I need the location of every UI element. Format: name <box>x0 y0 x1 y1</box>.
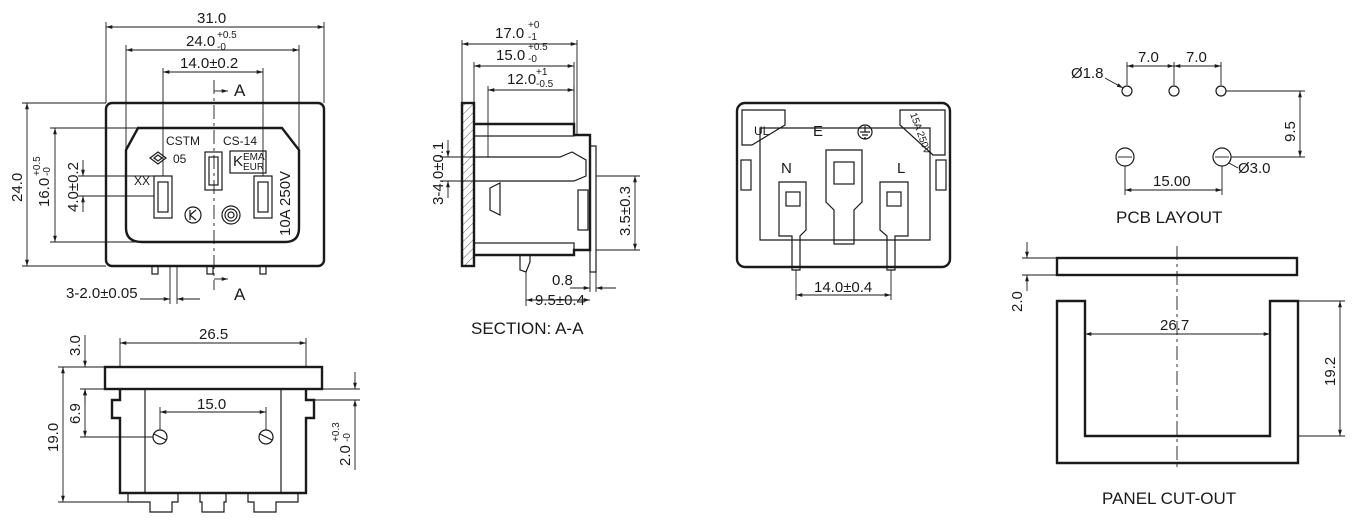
pcb-spacing-b: 7.0 <box>1186 49 1207 66</box>
panel-dim-thickness: 2.0 <box>1009 291 1026 312</box>
approval-logo-icon <box>149 151 167 165</box>
svg-text:-0.5: -0.5 <box>536 79 554 90</box>
panel-dim-width: 26.7 <box>1160 317 1189 334</box>
dim-bottom-width: 26.5 <box>199 326 228 343</box>
pcb-hole-l <box>1215 85 1227 97</box>
eur-text: EUR <box>243 162 264 173</box>
svg-text:+1: +1 <box>536 67 548 78</box>
bottom-body <box>110 389 316 495</box>
front-socket-opening <box>124 126 301 244</box>
ul-mark <box>741 109 786 146</box>
pcb-hole-large: Ø3.0 <box>1238 160 1271 177</box>
pcb-hole-small: Ø1.8 <box>1071 65 1104 82</box>
label-e: E <box>813 123 823 140</box>
dim-width-contacts: 14.0±0.2 <box>180 55 238 72</box>
dim-mid: 6.9 <box>67 403 84 424</box>
front-outer-flange <box>104 101 326 268</box>
svg-text:+0.5: +0.5 <box>217 30 237 41</box>
terminal-l <box>247 493 299 513</box>
dim-section-pin: 9.5±0.4 <box>535 292 585 309</box>
dim-clip: 2.0 <box>337 445 354 466</box>
label-l: L <box>897 160 905 177</box>
panel-cutout: 2.0 26.7 19.2 PANEL CUT-OUT <box>1009 242 1345 508</box>
rear-view: UL 15A 250V E N L 14.0±0.4 <box>735 101 952 300</box>
dim-rear-pin-spacing: 14.0±0.4 <box>814 279 872 296</box>
pcb-dim-vertical: 9.5 <box>1282 121 1299 142</box>
dim-width-total: 31.0 <box>197 10 226 27</box>
dim-length-mid: 15.0 <box>496 47 525 64</box>
pcb-layout: 7.0 7.0 Ø1.8 9.5 15.00 Ø3.0 PCB LAYOUT <box>1071 49 1305 227</box>
rear-neutral-contact <box>778 181 807 271</box>
svg-text:-1: -1 <box>528 32 537 43</box>
front-view: K EMA EUR CSTM CS-14 05 XX 10A 250V A A … <box>9 10 326 304</box>
marking-xx: XX <box>134 174 150 188</box>
section-marker-top: A <box>234 81 246 100</box>
earth-contact <box>204 151 223 191</box>
rear-outline <box>735 101 952 269</box>
marking-cs14: CS-14 <box>223 134 257 148</box>
rear-live-contact <box>879 181 909 271</box>
label-n: N <box>781 160 792 177</box>
section-title: SECTION: A-A <box>471 319 584 338</box>
bottom-view: 26.5 3.0 19.0 6.9 15.0 2.0 +0.3 -0 <box>45 326 360 513</box>
dim-width-inner: 24.0 <box>186 33 215 50</box>
kema-mark <box>229 150 267 174</box>
marking-05: 05 <box>173 152 187 166</box>
ul-text: UL <box>754 124 770 138</box>
panel-title: PANEL CUT-OUT <box>1102 489 1236 508</box>
pin-e <box>206 265 214 275</box>
rating-text: 10A 250V <box>277 171 294 236</box>
dim-height-total: 24.0 <box>9 173 26 202</box>
section-contact <box>473 151 587 182</box>
panel-dim-height: 19.2 <box>1322 357 1339 386</box>
svg-text:-0: -0 <box>42 167 53 176</box>
svg-text:K: K <box>233 153 243 170</box>
svg-text:+0.5: +0.5 <box>528 42 548 53</box>
dim-length-inner: 12.0 <box>507 71 536 88</box>
section-marker-bottom: A <box>234 285 246 304</box>
pcb-dim-large-spacing: 15.00 <box>1153 173 1191 190</box>
rear-rating-box <box>899 109 946 156</box>
ccc-logo-icon <box>221 205 241 225</box>
marking-cstm: CSTM <box>166 134 200 148</box>
pin-l <box>259 265 267 275</box>
terminal-e <box>199 493 227 513</box>
earth-symbol-icon <box>857 124 873 140</box>
dim-thickness: 0.8 <box>552 272 573 289</box>
section-view: 17.0 +0 -1 15.0 +0.5 -0 12.0 +1 -0.5 3-4… <box>430 20 640 338</box>
pcb-hole-e <box>1168 85 1180 97</box>
dim-length-total: 17.0 <box>495 25 524 42</box>
svg-text:-0: -0 <box>217 42 226 53</box>
svg-text:-0: -0 <box>342 433 353 442</box>
dim-bottom-height: 19.0 <box>45 423 62 452</box>
dim-height-inner: 16.0 <box>36 178 53 207</box>
pcb-hole-n <box>1121 85 1133 97</box>
bottom-flange <box>103 365 324 391</box>
pcb-title: PCB LAYOUT <box>1116 208 1222 227</box>
dim-left: 3-4.0±0.1 <box>430 142 447 205</box>
pin-n <box>151 265 159 275</box>
terminal-n <box>127 493 179 513</box>
dim-right: 3.5±0.3 <box>617 186 634 236</box>
dim-flange: 3.0 <box>67 335 84 356</box>
dim-screw-spacing: 15.0 <box>197 396 226 413</box>
rear-rating-text: 15A 250V <box>907 111 932 156</box>
kc-logo-icon <box>184 206 202 224</box>
dim-pin-spacing: 3-2.0±0.05 <box>66 285 138 302</box>
section-body <box>474 122 592 257</box>
dim-height-small: 4.0±0.2 <box>65 162 82 212</box>
svg-text:+0.5: +0.5 <box>32 156 43 176</box>
rear-earth-contact <box>825 149 863 245</box>
kema-text: EMA <box>243 152 265 163</box>
svg-text:+0: +0 <box>528 20 540 31</box>
svg-text:+0.3: +0.3 <box>331 422 342 442</box>
panel-cutout-shape <box>1055 299 1300 465</box>
pcb-spacing-a: 7.0 <box>1138 49 1159 66</box>
svg-text:-0: -0 <box>528 54 537 65</box>
